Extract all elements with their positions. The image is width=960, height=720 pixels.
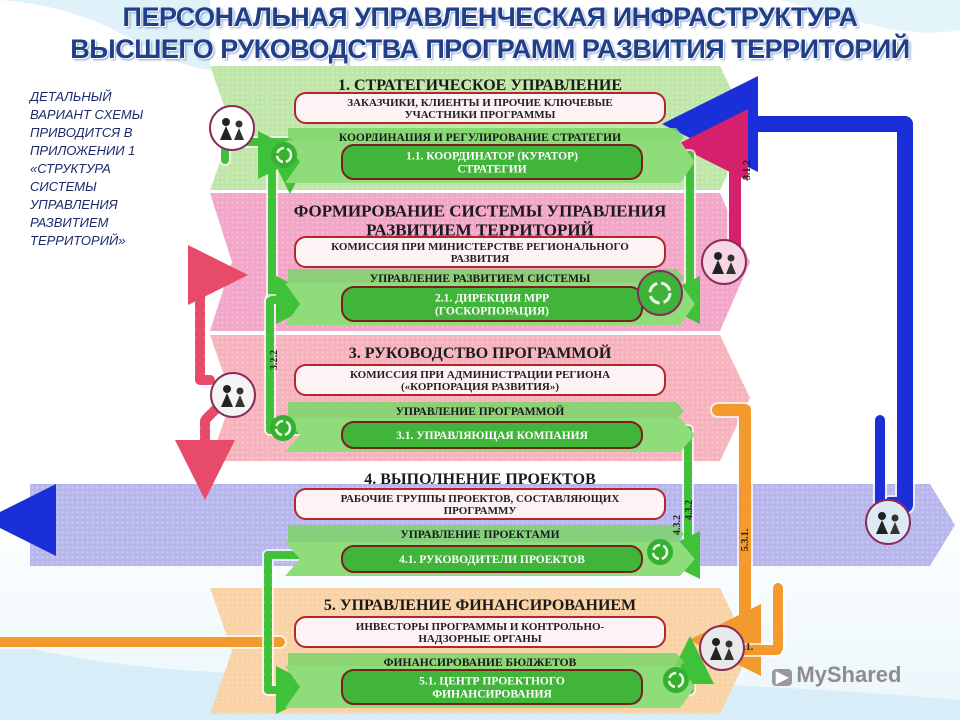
actor-text-3: КОМИССИЯ ПРИ АДМИНИСТРАЦИИ РЕГИОНА(«КОРП… (350, 369, 610, 393)
actor-icons (209, 105, 911, 693)
actor-box-5 (294, 616, 666, 648)
red-flow-arrow (188, 245, 248, 385)
note-line: ВАРИАНТ СХЕМЫ (30, 107, 144, 122)
flow-label: 5.3.1. (740, 528, 751, 551)
actor-box-3 (294, 364, 666, 396)
finance-chart-icon (699, 625, 745, 671)
level-header-4: 4. ВЫПОЛНЕНИЕ ПРОЕКТОВ (364, 471, 596, 488)
note-line: «СТРУКТУРА (30, 161, 111, 176)
recycle-icon (271, 142, 297, 168)
level-header-1: 1. СТРАТЕГИЧЕСКОЕ УПРАВЛЕНИЕ (338, 77, 622, 94)
unit-text-2: 2.1. ДИРЕКЦИЯ МРР(ГОСКОРПОРАЦИЯ) (435, 293, 549, 318)
orange-flow-arrow-2 (730, 583, 783, 655)
actor-box-2 (294, 236, 666, 268)
note-line: СИСТЕМЫ (30, 179, 97, 194)
watermark: ▶MyShared (772, 662, 901, 688)
note-line: УПРАВЛЕНИЯ (30, 197, 118, 212)
mgmt-text-3: УПРАВЛЕНИЕ ПРОГРАММОЙ (396, 404, 565, 418)
level-header-5: 5. УПРАВЛЕНИЕ ФИНАНСИРОВАНИЕМ (324, 597, 636, 614)
recycle-icon (637, 270, 683, 316)
note-line: ДЕТАЛЬНЫЙ (30, 89, 112, 104)
recycle-icon (663, 667, 689, 693)
unit-text-4: 4.1. РУКОВОДИТЕЛИ ПРОЕКТОВ (399, 554, 585, 566)
strategy-people-icon (209, 105, 255, 151)
mgmt-row-4 (288, 525, 684, 543)
flow-label: 3.2.2 (269, 350, 280, 370)
recycle-icon (270, 415, 296, 441)
unit-box-1 (341, 144, 643, 180)
group-people-icon (865, 499, 911, 545)
flow-label: 4.3.2 (684, 500, 695, 520)
detail-note: ДЕТАЛЬНЫЙ ВАРИАНТ СХЕМЫ ПРИВОДИТСЯ В ПРИЛОЖ… (30, 88, 200, 250)
note-line: ТЕРРИТОРИЙ» (30, 233, 126, 248)
note-line: РАЗВИТИЕМ (30, 215, 109, 230)
level-header-3: 3. РУКОВОДСТВО ПРОГРАММОЙ (349, 343, 612, 362)
unit-box-5 (341, 669, 643, 705)
actor-box-4 (294, 488, 666, 520)
recycle-icon (647, 539, 673, 565)
mgmt-text-2: УПРАВЛЕНИЕ РАЗВИТИЕМ СИСТЕМЫ (370, 273, 591, 285)
level-boxes: 1. СТРАТЕГИЧЕСКОЕ УПРАВЛЕНИЕ ЗАКАЗЧИКИ, К… (269, 77, 754, 708)
actor-box-1 (294, 92, 666, 124)
globe-people-icon (210, 372, 256, 418)
actor-text-5: ИНВЕСТОРЫ ПРОГРАММЫ И КОНТРОЛЬНО-НАДЗОРН… (356, 621, 605, 645)
team-gear-icon (701, 239, 747, 285)
mgmt-row-3 (288, 402, 684, 420)
unit-box-3 (341, 421, 643, 449)
note-line: ПРИЛОЖЕНИИ 1 (30, 143, 136, 158)
green-flow-6 (264, 551, 324, 714)
mgmt-text-4: УПРАВЛЕНИЕ ПРОЕКТАМИ (400, 529, 559, 541)
flow-label: 3.1.2 (742, 160, 753, 180)
mgmt-row-2 (288, 269, 684, 287)
page-title-line-1: ПЕРСОНАЛЬНАЯ УПРАВЛЕНЧЕСКАЯ ИНФРАСТРУКТУ… (122, 2, 858, 32)
unit-text-1: 1.1. КООРДИНАТОР (КУРАТОР)СТРАТЕГИИ (406, 151, 578, 176)
note-line: ПРИВОДИТСЯ В (30, 125, 133, 140)
unit-box-4 (341, 545, 643, 573)
page-title-line-2: ВЫСШЕГО РУКОВОДСТВА ПРОГРАММ РАЗВИТИЯ ТЕ… (70, 34, 910, 64)
flow-label: 4.3.2 (672, 515, 683, 535)
pink-flow-arrow (676, 109, 748, 268)
watermark-text: MyShared (796, 662, 902, 687)
unit-text-3: 3.1. УПРАВЛЯЮЩАЯ КОМПАНИЯ (396, 430, 589, 442)
